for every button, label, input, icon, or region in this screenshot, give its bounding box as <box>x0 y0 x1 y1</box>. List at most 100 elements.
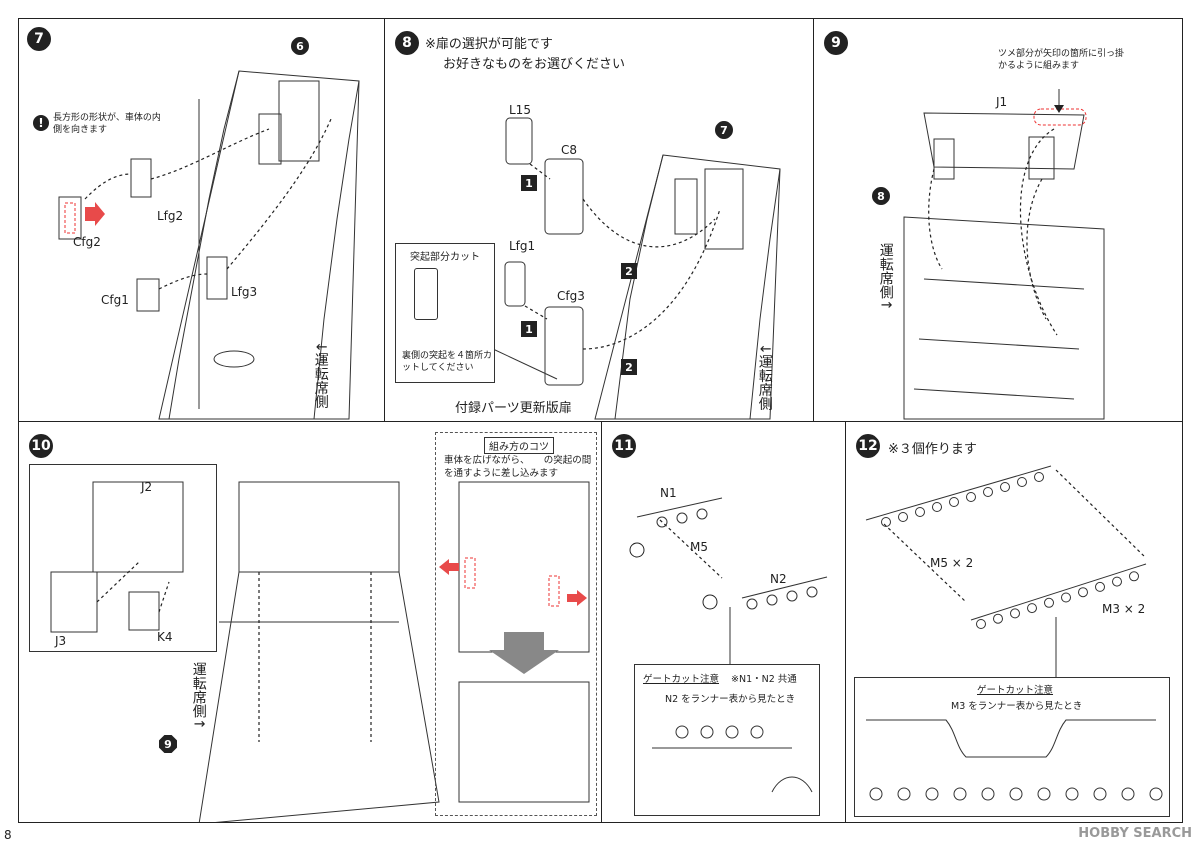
parts-inset-box <box>29 464 217 652</box>
hanger-ring <box>1121 787 1135 801</box>
hanger-ring <box>949 497 959 507</box>
step-7-drawing <box>58 70 360 420</box>
step-10-number: 10 <box>29 434 53 458</box>
step-9-note: ツメ部分が矢印の箇所に引っ掛かるように組みます <box>998 49 1125 71</box>
part-label-lfg3: Lfg3 <box>231 285 258 299</box>
option-badge: 2 <box>621 263 637 279</box>
protrusion-cut-inset: 突起部分カット 裏側の突起を４箇所カットしてください <box>395 243 495 383</box>
hanger-ring <box>1037 787 1051 801</box>
hanger-ring <box>897 787 911 801</box>
page-number: 8 <box>4 828 12 842</box>
step-10-drawing <box>50 481 590 822</box>
step-8-panel: 8 ※扉の選択が可能です お好きなものをお選びください 7 L15 C8 Lfg… <box>384 18 814 422</box>
part-label-lfg1: Lfg1 <box>509 239 536 253</box>
ref-part-6-badge: 6 <box>291 37 309 55</box>
hanger-ring <box>1010 608 1020 619</box>
hanger-ring <box>983 487 993 497</box>
gate-cut-title: ゲートカット注意 <box>977 685 1054 696</box>
part-label-cfg1: Cfg1 <box>101 293 129 307</box>
hanger-ring <box>1044 597 1054 608</box>
step-9-panel: 9 ツメ部分が矢印の箇所に引っ掛かるように組みます J1 8 運転席側↑ <box>813 18 1183 422</box>
gate-cut-note-box: ゲートカット注意 ※N1・N2 共通 N2 をランナー表から見たとき <box>634 664 820 816</box>
step-8-note-line1: ※扉の選択が可能です <box>425 37 553 52</box>
hanger-ring <box>993 613 1003 624</box>
hanger-ring <box>1093 787 1107 801</box>
watermark: HOBBY SEARCH <box>1078 826 1192 841</box>
hanger-ring <box>1149 787 1163 801</box>
ref-part-9-badge: 9 <box>159 735 177 753</box>
part-label-lfg2: Lfg2 <box>157 209 184 223</box>
warning-icon: ! <box>33 115 49 131</box>
option-badge: 2 <box>621 359 637 375</box>
step-12-number: 12 <box>856 434 880 458</box>
step-11-number: 11 <box>612 434 636 458</box>
hanger-ring <box>925 787 939 801</box>
step-12-drawing <box>865 465 1163 801</box>
hanger-ring <box>881 517 891 527</box>
hanger-ring <box>898 512 908 522</box>
tip-text: 車体を広げながら、 の突起の間を通すように差し込みます <box>444 455 592 479</box>
direction-label-text: 運転席側 <box>312 352 329 409</box>
option-badge: 1 <box>521 175 537 191</box>
direction-label-text: 運転席側 <box>756 354 773 411</box>
hanger-ring <box>966 492 976 502</box>
ref-part-8-badge: 8 <box>872 187 890 205</box>
step-7-panel: 7 6 ! 長方形の形状が、車体の内側を向きます Cfg2 Lfg2 Cfg1 … <box>18 18 385 422</box>
hanger-ring <box>1129 571 1139 582</box>
part-label-m5: M5 <box>690 540 708 554</box>
hanger-ring <box>1027 603 1037 614</box>
inset-note: 裏側の突起を４箇所カットしてください <box>402 351 493 374</box>
hanger-ring <box>1034 472 1044 482</box>
hanger-ring <box>1017 477 1027 487</box>
gate-cut-title: ゲートカット注意 <box>643 674 720 685</box>
gate-cut-note: N2 をランナー表から見たとき <box>665 694 796 705</box>
hanger-ring <box>1061 592 1071 603</box>
hanger-ring <box>976 619 986 629</box>
hanger-ring <box>1000 482 1010 492</box>
part-label-n1: N1 <box>660 486 677 500</box>
step-8-number: 8 <box>395 31 419 55</box>
hanger-ring <box>1009 787 1023 801</box>
step-12-panel: 12 ※３個作ります M5 × 2 M3 × 2 ゲートカット注意 M3 をラン… <box>845 421 1183 823</box>
gate-cut-note: M3 をランナー表から見たとき <box>951 701 1083 712</box>
part-label-m3x2: M3 × 2 <box>1102 602 1146 616</box>
direction-label: ↓運転席側 <box>756 343 773 411</box>
gate-cut-note-box: ゲートカット注意 M3 をランナー表から見たとき <box>854 677 1170 817</box>
direction-label-text: 運転席側 <box>877 243 894 299</box>
step-8-caption: 付録パーツ更新版扉 <box>455 401 572 416</box>
direction-label: 運転席側↑ <box>190 662 207 730</box>
part-label-cfg3: Cfg3 <box>557 289 585 303</box>
warning-note: 長方形の形状が、車体の内側を向きます <box>53 113 161 135</box>
part-label-j3: J3 <box>55 634 67 648</box>
hanger-ring <box>869 787 883 801</box>
ref-part-7-badge: 7 <box>715 121 733 139</box>
hanger-ring <box>981 787 995 801</box>
step-8-note-line2: お好きなものをお選びください <box>443 57 626 72</box>
step-11-drawing <box>629 497 828 793</box>
hanger-ring <box>915 507 925 517</box>
hanger-ring <box>1078 587 1088 598</box>
hanger-ring <box>1065 787 1079 801</box>
inset-title: 突起部分カット <box>410 252 480 263</box>
hanger-ring <box>953 787 967 801</box>
hanger-ring <box>1095 581 1105 592</box>
option-badge: 1 <box>521 321 537 337</box>
step-10-panel: 10 J2 J3 K4 9 運転席側↑ 組み方のコツ 車体を広げながら、 の突起… <box>18 421 602 823</box>
part-label-m5x2: M5 × 2 <box>930 556 974 570</box>
part-label-l15: L15 <box>509 103 531 117</box>
part-label-k4: K4 <box>157 630 173 644</box>
part-label-c8: C8 <box>561 143 578 157</box>
gate-cut-common: ※N1・N2 共通 <box>731 674 797 685</box>
step-12-note: ※３個作ります <box>888 442 977 457</box>
part-label-n2: N2 <box>770 572 787 586</box>
part-label-cfg2: Cfg2 <box>73 235 101 249</box>
assembly-tip-box: 組み方のコツ 車体を広げながら、 の突起の間を通すように差し込みます <box>435 432 597 816</box>
step-11-panel: 11 N1 M5 N2 ゲートカット注意 ※N1・N2 共通 N2 をランナー表… <box>601 421 846 823</box>
hanger-ring <box>932 502 942 512</box>
part-label-j1: J1 <box>996 95 1008 109</box>
direction-label: 運転席側↑ <box>877 243 894 311</box>
step-9-number: 9 <box>824 31 848 55</box>
direction-label-text: 運転席側 <box>190 662 207 718</box>
watermark-text: HOBBY SEARCH <box>1078 826 1192 841</box>
tip-title: 組み方のコツ <box>484 437 554 454</box>
